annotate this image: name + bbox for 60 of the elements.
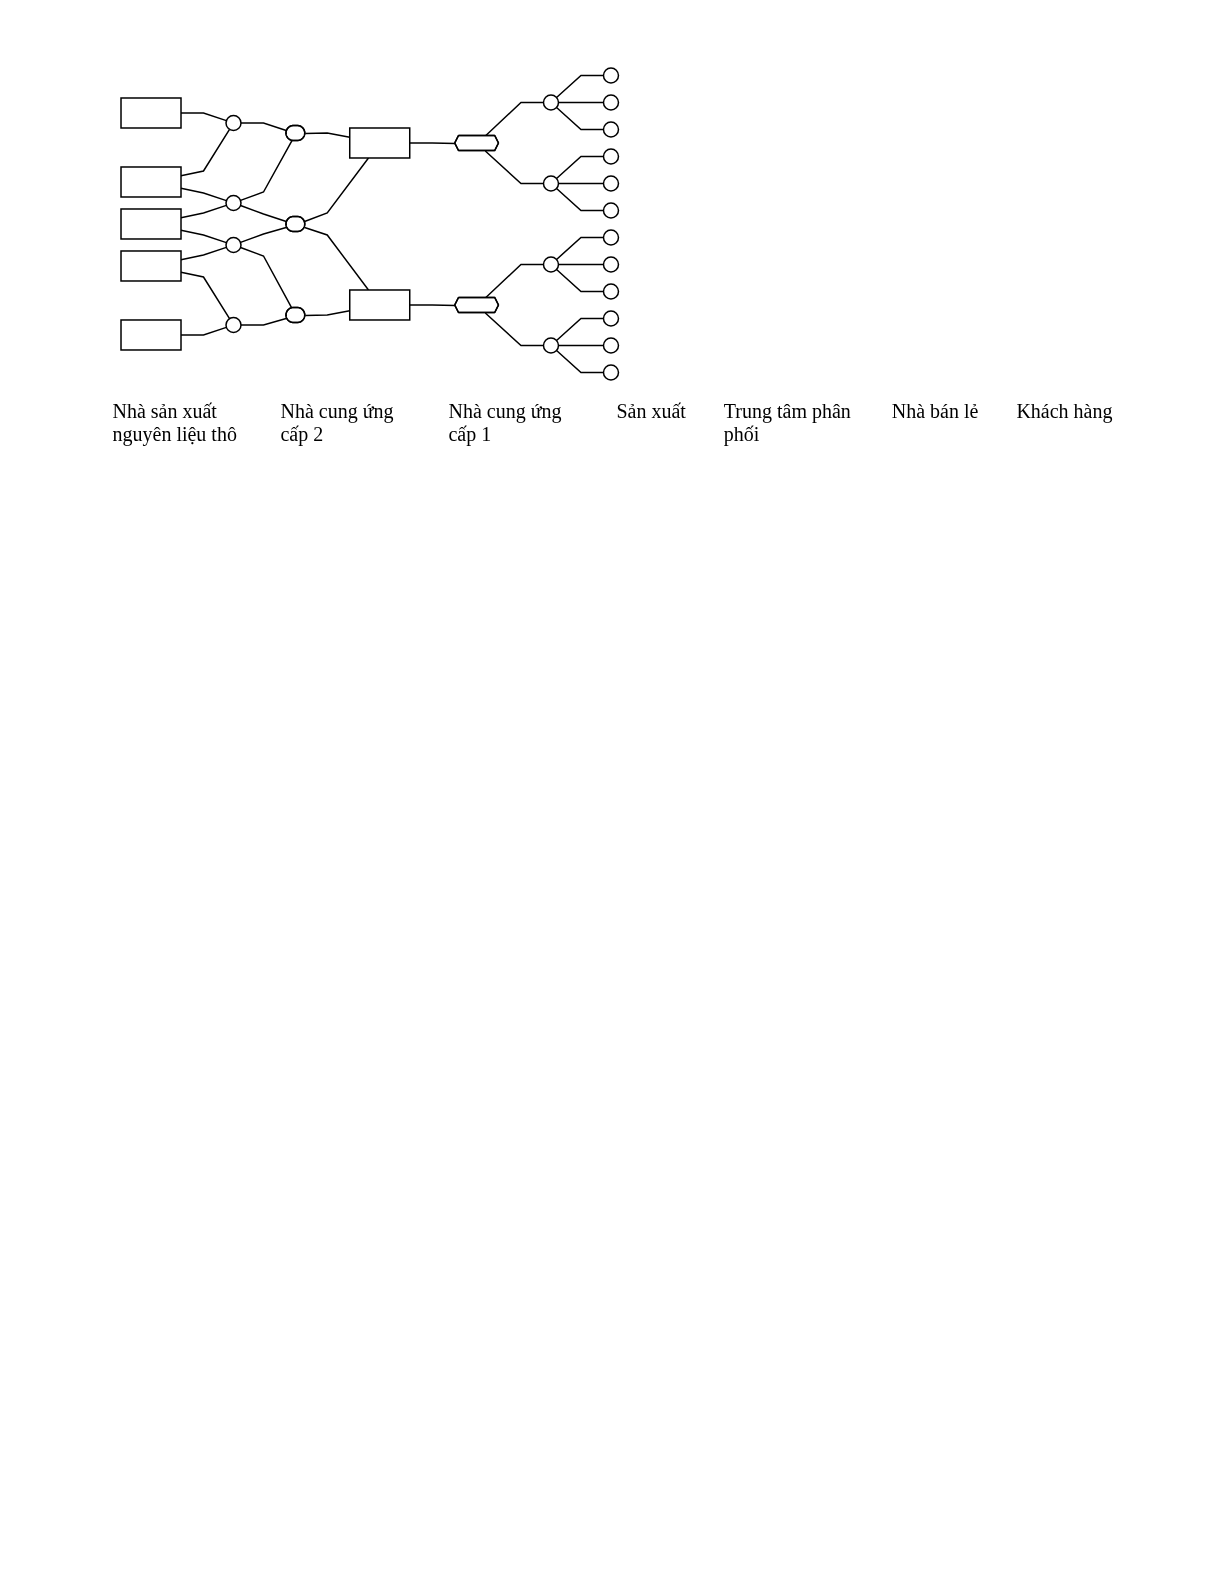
column-label: Sản xuất <box>616 400 686 424</box>
node-box <box>119 319 182 351</box>
node-box <box>119 97 182 129</box>
node-circle <box>224 316 242 334</box>
connector <box>484 263 544 299</box>
connector <box>304 132 350 139</box>
node-circle <box>602 310 619 327</box>
node-circle <box>602 364 619 381</box>
connector <box>555 268 604 293</box>
node-circle <box>602 148 619 165</box>
connector <box>239 139 293 202</box>
connector <box>555 187 604 212</box>
connector <box>304 309 350 317</box>
node-circle <box>602 229 619 246</box>
column-label: Nhà bán lẻ <box>891 400 979 424</box>
node-circle <box>602 283 619 300</box>
node-circle <box>602 67 619 84</box>
connector <box>484 312 544 347</box>
node-circle <box>224 194 242 212</box>
node-box <box>119 250 182 282</box>
node-circle <box>224 114 242 132</box>
connector <box>484 150 544 185</box>
column-label: Trung tâm phân phối <box>723 400 852 446</box>
node-box <box>348 289 410 321</box>
column-label: Nhà cung ứng cấp 1 <box>448 400 563 446</box>
connector <box>555 155 604 180</box>
connector <box>239 317 288 326</box>
node-circle <box>542 256 559 273</box>
node-circle <box>542 94 559 111</box>
column-label: Nhà sản xuất nguyên liệu thô <box>112 400 238 446</box>
connector <box>303 226 369 291</box>
node-circle <box>224 236 242 254</box>
node-circle <box>602 256 619 273</box>
connector <box>555 74 604 99</box>
connector <box>557 182 604 185</box>
node-circle <box>602 337 619 354</box>
column-label: Nhà cung ứng cấp 2 <box>280 400 395 446</box>
connector <box>239 122 288 132</box>
node-circle <box>602 121 619 138</box>
node-box <box>119 208 182 240</box>
connector <box>557 263 604 266</box>
connector <box>239 204 288 223</box>
connector <box>555 236 604 261</box>
node-box <box>348 127 410 159</box>
connector <box>555 349 604 374</box>
node-circle <box>602 202 619 219</box>
node-circle <box>602 175 619 192</box>
connector <box>557 101 604 104</box>
connector <box>555 106 604 131</box>
connector <box>484 101 544 137</box>
connector <box>555 317 604 342</box>
column-label: Khách hàng <box>1016 400 1113 425</box>
node-circle <box>542 175 559 192</box>
connector <box>239 226 288 244</box>
connector <box>239 246 293 309</box>
node-circle <box>542 337 559 354</box>
connector <box>303 157 369 223</box>
node-circle <box>602 94 619 111</box>
node-box <box>119 166 182 198</box>
connector <box>557 344 604 347</box>
